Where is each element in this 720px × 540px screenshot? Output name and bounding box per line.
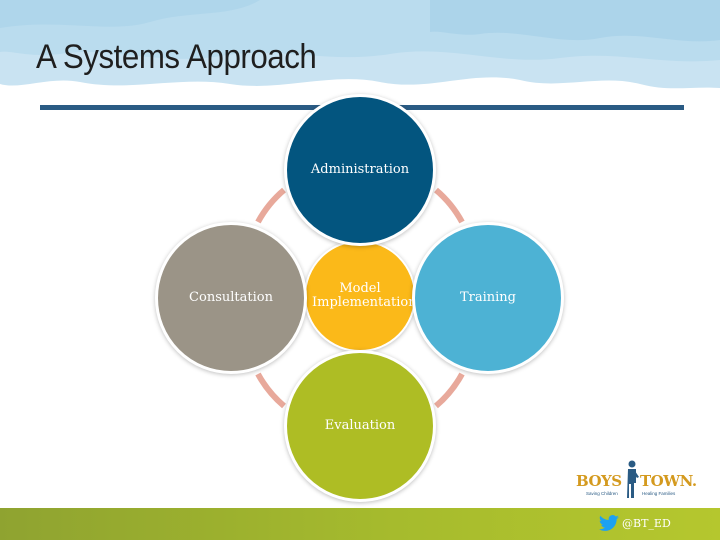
logo-right-tagline: Healing Families <box>642 491 676 496</box>
twitter-bird-icon <box>598 515 619 531</box>
boys-town-logo: BOYS TOWN. Saving Children Healing Famil… <box>574 458 700 500</box>
logo-left-tagline: Saving Children <box>586 491 618 496</box>
slide-title: A Systems Approach <box>36 38 317 76</box>
model-implementation-label: Model Implementation <box>312 281 417 310</box>
training-circle: Training <box>412 222 564 374</box>
consultation-circle: Consultation <box>155 222 307 374</box>
administration-circle: Administration <box>284 94 436 246</box>
administration-label: Administration <box>310 162 410 178</box>
evaluation-label: Evaluation <box>324 418 396 434</box>
logo-figure-icon <box>627 460 639 498</box>
evaluation-circle: Evaluation <box>284 350 436 502</box>
logo-right-word: TOWN. <box>640 472 697 490</box>
training-label: Training <box>459 290 517 306</box>
twitter-handle: @BT_ED <box>622 517 671 530</box>
logo-left-word: BOYS <box>576 472 622 490</box>
watercolor-header-background <box>0 0 720 89</box>
model-implementation-circle: Model Implementation <box>304 240 417 352</box>
footer-bar <box>0 508 720 540</box>
consultation-label: Consultation <box>189 290 273 306</box>
